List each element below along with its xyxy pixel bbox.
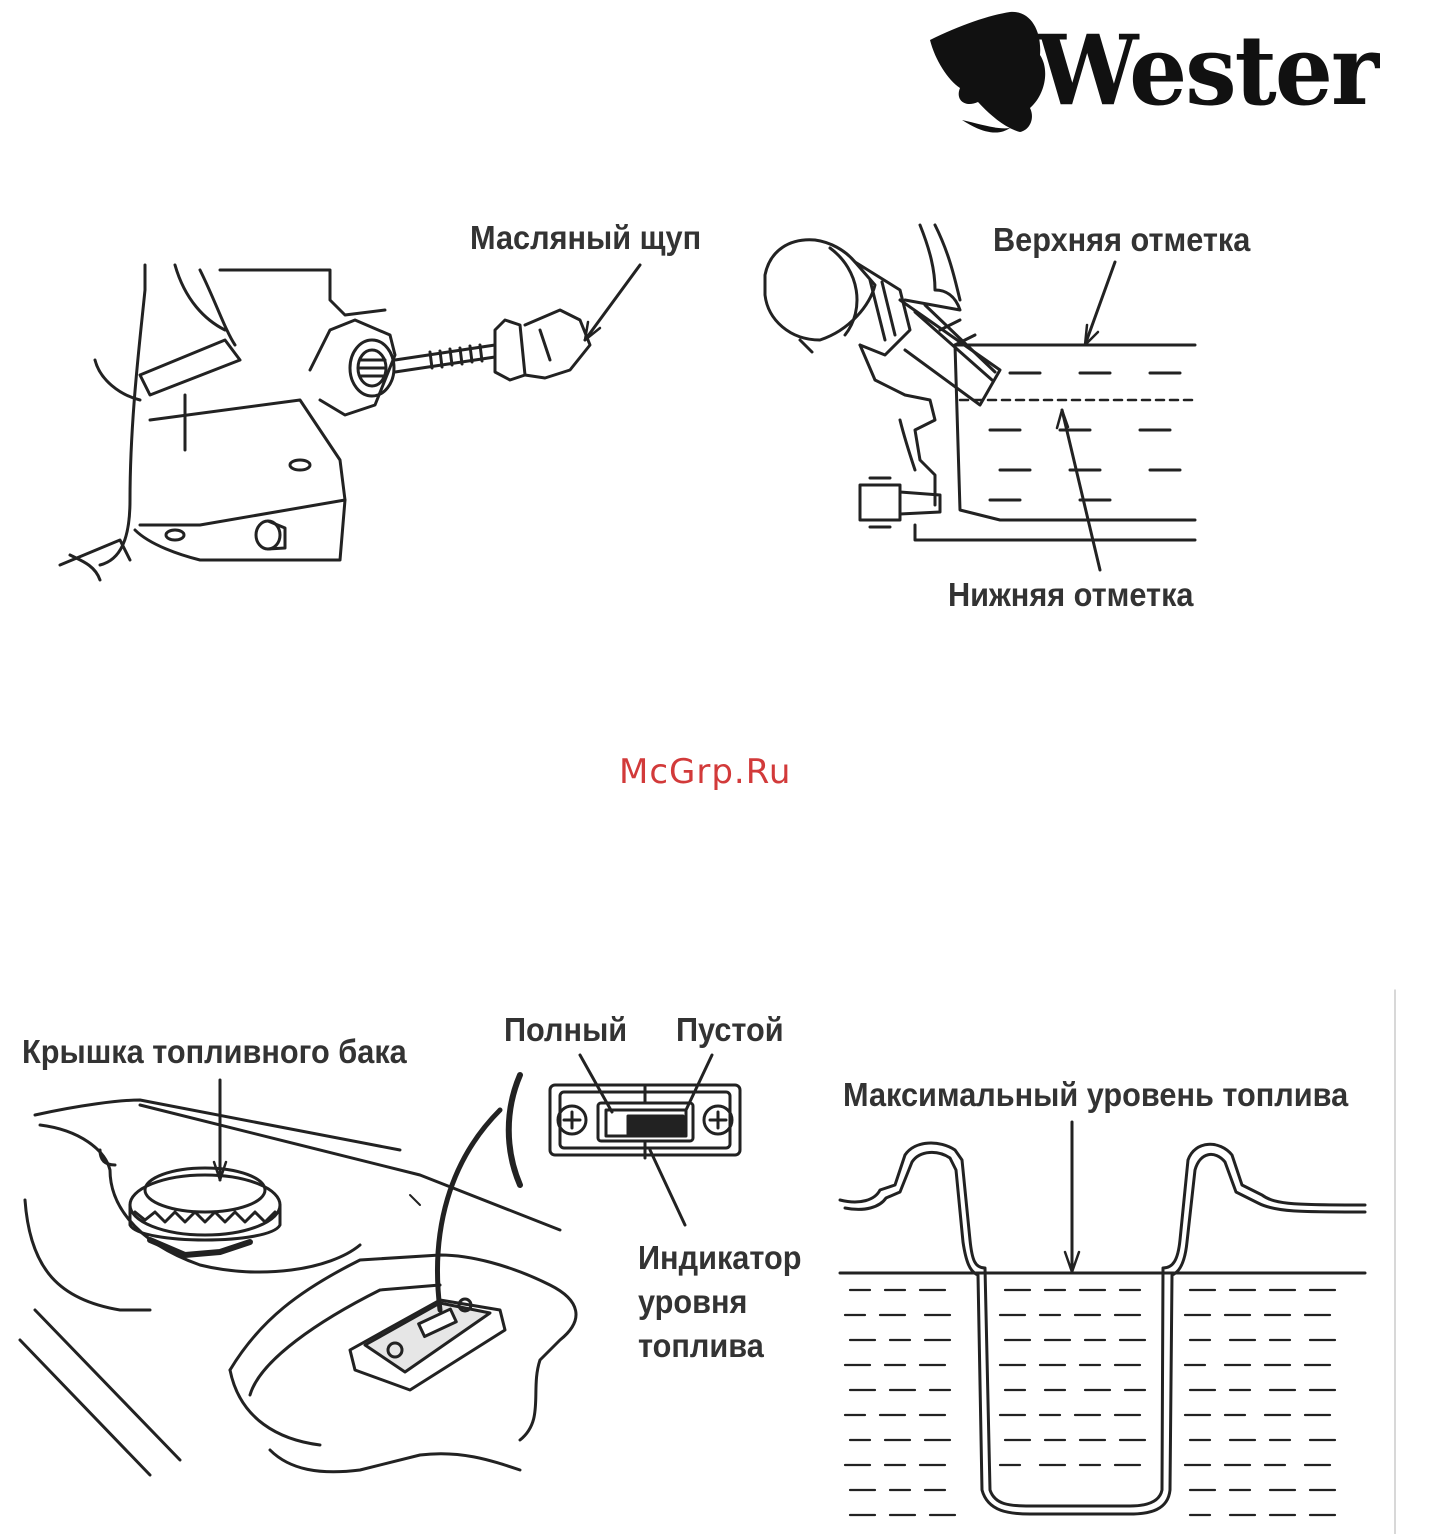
- fuel-tank-illustration: [0, 0, 1429, 1534]
